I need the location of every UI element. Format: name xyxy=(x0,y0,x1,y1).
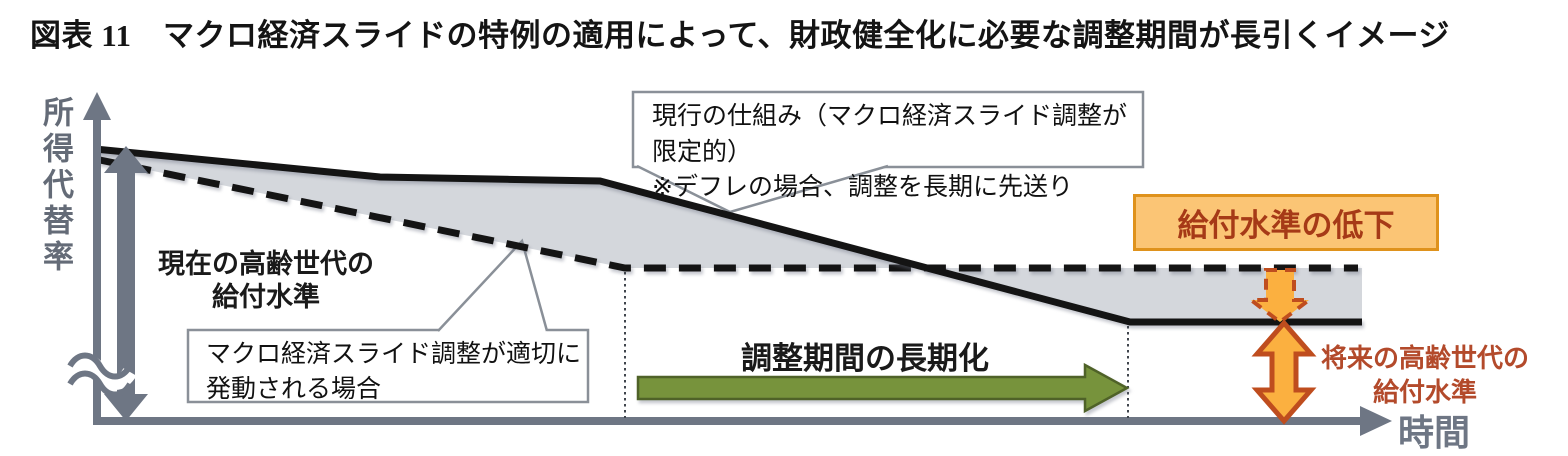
proper-adjustment-line xyxy=(94,155,1358,272)
benefit-decline-box: 給付水準の低下 xyxy=(1133,194,1439,251)
callout-current-system-box xyxy=(631,90,1145,214)
adjustment-period-arrow xyxy=(636,362,1130,414)
x-axis-arrow xyxy=(93,406,1392,436)
axis-break-mark xyxy=(63,352,137,398)
benefit-drop-dashed-arrow xyxy=(1245,268,1315,325)
figure-title: 図表 11 マクロ経済スライドの特例の適用によって、財政健全化に必要な調整期間が… xyxy=(30,18,1450,53)
benefit-decline-label: 給付水準の低下 xyxy=(1177,208,1395,243)
future-benefit-double-arrow xyxy=(1251,319,1317,425)
current-system-line xyxy=(94,145,1362,326)
x-axis-label: 時間 xyxy=(1398,412,1471,453)
current-benefit-label: 現在の高齢世代の 給付水準 xyxy=(158,249,374,312)
callout-proper-adjustment-text: マクロ経済スライド調整が適切に 発動される場合 xyxy=(206,340,582,403)
dotted-guide-lines xyxy=(624,272,1129,418)
adjustment-period-label: 調整期間の長期化 xyxy=(741,341,989,376)
callout-proper-adjustment-box xyxy=(186,238,590,404)
benefit-gap-area xyxy=(95,149,1362,322)
current-benefit-double-arrow xyxy=(104,146,148,421)
y-axis-label: 所得代替率 xyxy=(38,96,73,276)
callout-current-system-text: 現行の仕組み（マクロ経済スライド調整が限定的） ※デフレの場合、調整を長期に先送… xyxy=(652,102,1128,201)
future-benefit-label: 将来の高齢世代の 給付水準 xyxy=(1320,343,1529,407)
